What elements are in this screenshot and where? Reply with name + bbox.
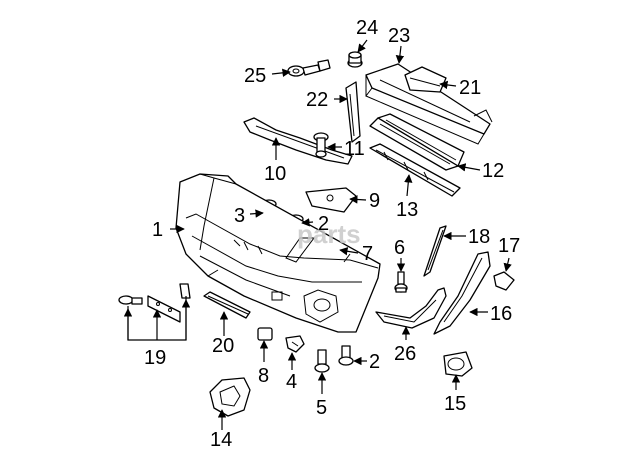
callout-17: 17 xyxy=(498,235,520,257)
part-12-grille xyxy=(369,113,465,171)
callout-4: 4 xyxy=(286,371,297,393)
callout-20: 20 xyxy=(212,335,234,357)
part-2-bolt-lower xyxy=(338,345,354,366)
callout-13: 13 xyxy=(396,199,418,221)
part-24-bolt xyxy=(347,51,363,68)
part-17-clip xyxy=(493,271,515,291)
callout-18: 18 xyxy=(468,226,490,248)
callout-11: 11 xyxy=(344,138,365,160)
callout-1: 1 xyxy=(152,219,163,241)
callout-labels: 24 23 25 21 22 10 11 12 13 9 3 2 1 7 6 1… xyxy=(144,17,520,451)
part-11-bolt xyxy=(313,132,329,158)
part-16-extension xyxy=(433,251,491,335)
callout-23: 23 xyxy=(388,25,410,47)
callout-6: 6 xyxy=(394,237,405,259)
part-18-molding xyxy=(423,225,447,277)
callout-19: 19 xyxy=(144,347,166,369)
callout-2-upper: 2 xyxy=(318,213,329,235)
part-20-strip xyxy=(203,291,251,319)
part-9-bracket xyxy=(305,187,357,213)
callout-15: 15 xyxy=(444,393,466,415)
part-26-lower-molding xyxy=(375,287,447,329)
part-10-support xyxy=(243,117,353,165)
callout-8: 8 xyxy=(258,365,269,387)
leader-lines xyxy=(123,39,512,430)
callout-10: 10 xyxy=(264,163,286,185)
part-5-bolt xyxy=(314,349,330,373)
callout-7: 7 xyxy=(362,243,373,265)
callout-2-lower: 2 xyxy=(369,351,380,373)
callout-21: 21 xyxy=(459,77,481,99)
callout-25: 25 xyxy=(244,65,266,87)
part-19-license-bracket xyxy=(118,283,191,323)
part-13-insert xyxy=(369,143,461,197)
part-8-cap xyxy=(257,327,273,341)
part-23-reinforcement xyxy=(365,63,493,145)
callout-16: 16 xyxy=(490,303,512,325)
callout-24: 24 xyxy=(356,17,378,39)
callout-26: 26 xyxy=(394,343,416,365)
callout-5: 5 xyxy=(316,397,327,419)
callout-9: 9 xyxy=(369,190,380,212)
callout-3: 3 xyxy=(234,205,245,227)
part-6-bolt xyxy=(394,271,408,293)
part-21-absorber xyxy=(404,66,447,93)
callout-22: 22 xyxy=(306,89,328,111)
part-1-bumper-cover xyxy=(175,173,381,333)
part-25-bolt xyxy=(287,59,331,77)
callout-12: 12 xyxy=(482,160,504,182)
part-22-bracket xyxy=(345,81,361,143)
part-14-bezel xyxy=(209,377,251,417)
part-4-retainer xyxy=(285,335,305,353)
callout-14: 14 xyxy=(210,429,232,451)
part-15-fog-lamp xyxy=(443,351,473,377)
